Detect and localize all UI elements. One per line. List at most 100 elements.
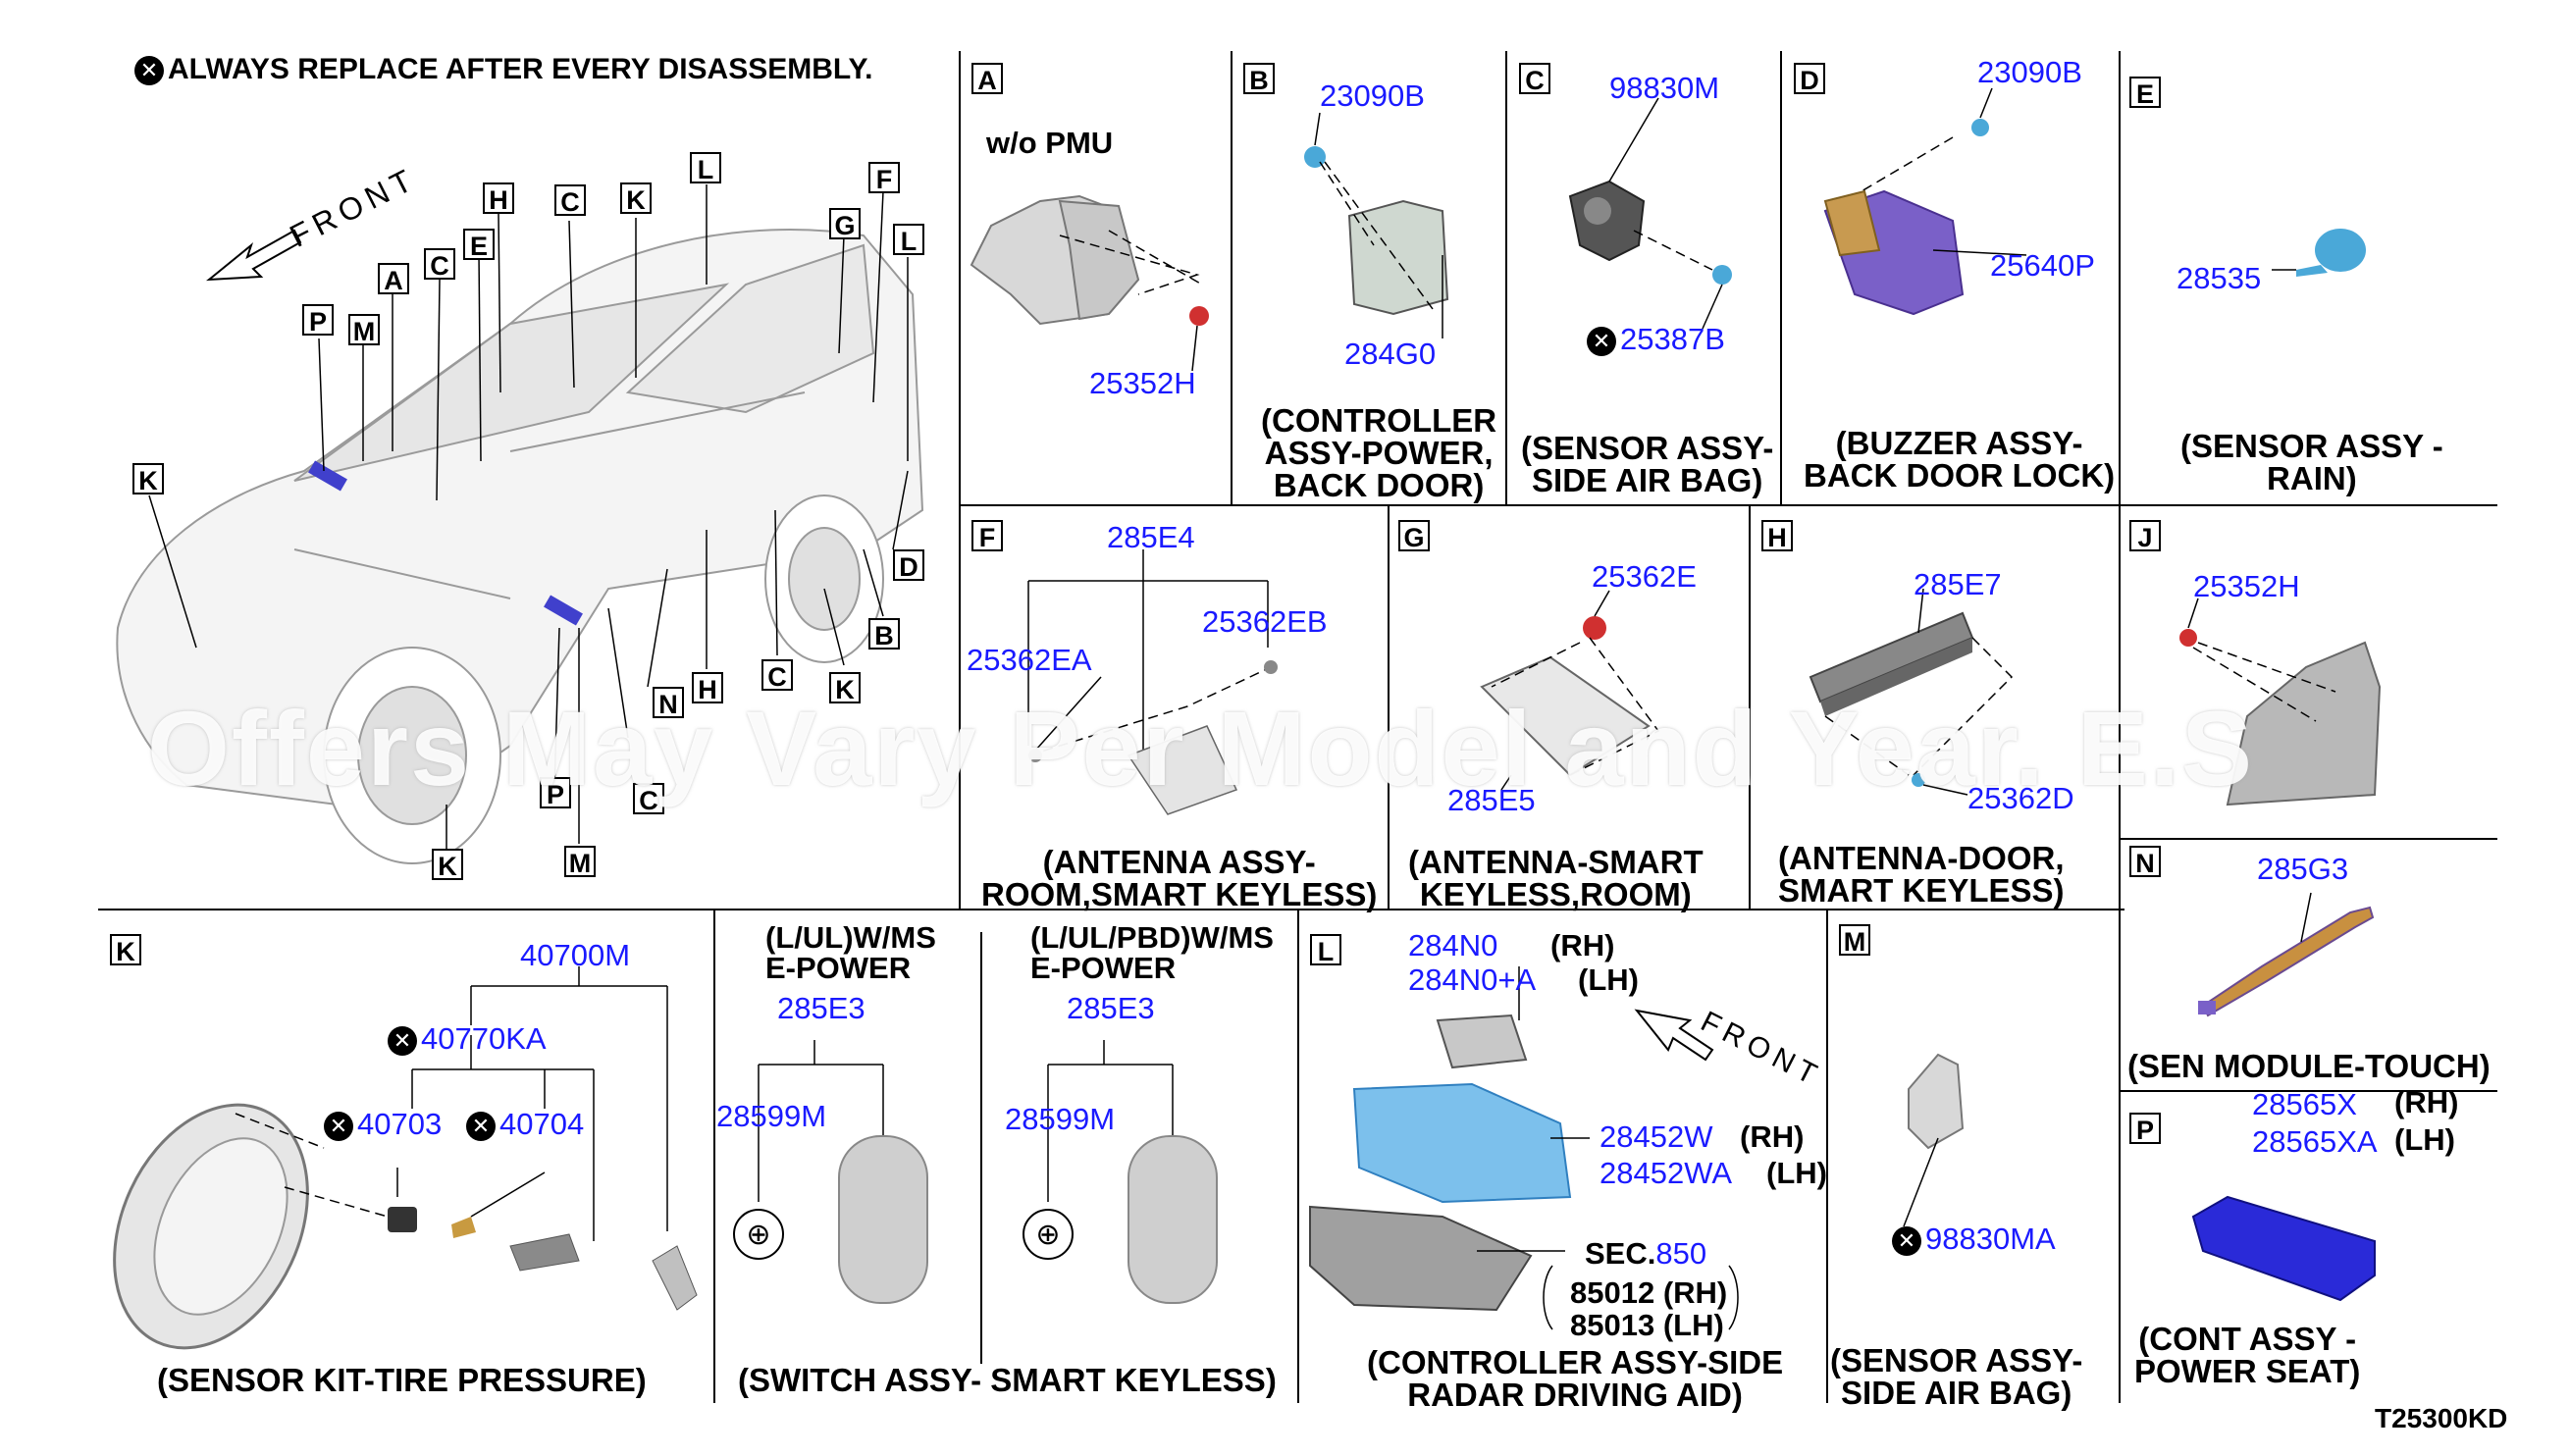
part-number[interactable]: 23090B	[1320, 78, 1425, 113]
side-label: (LH)	[1766, 1156, 1827, 1190]
callout-g: G	[829, 208, 861, 240]
part-number[interactable]: 23090B	[1977, 55, 2082, 89]
part-number[interactable]: 284G0	[1344, 337, 1437, 371]
part-number-item[interactable]: ✕40704	[466, 1109, 584, 1141]
part-number[interactable]: 284N0	[1408, 928, 1498, 962]
panel-d-caption: (BUZZER ASSY-BACK DOOR LOCK)	[1804, 425, 2116, 494]
part-number[interactable]: 28599M	[1005, 1102, 1116, 1136]
part-number[interactable]: 284N0+A	[1408, 962, 1537, 997]
part-number[interactable]: 25352H	[1089, 366, 1196, 400]
panel-c-caption: (SENSOR ASSY-SIDE AIR BAG)	[1521, 430, 1774, 498]
part-number[interactable]: 285E3	[1067, 991, 1155, 1025]
part-number[interactable]: 25362EB	[1202, 604, 1328, 639]
panel-p-letter: P	[2129, 1113, 2161, 1145]
part-number[interactable]: 28565XA	[2252, 1124, 2378, 1159]
callout-d: D	[893, 549, 924, 582]
watermark: Offers May Vary Per Model and Year. E.S	[147, 689, 2254, 807]
part-number[interactable]: 25362D	[1967, 781, 2074, 815]
vehicle-overview	[116, 229, 924, 864]
side-label: (RH)	[1550, 928, 1615, 962]
part-number[interactable]: 40700M	[520, 938, 631, 972]
callout-h: H	[483, 182, 514, 215]
panel-j-letter: J	[2129, 520, 2161, 552]
panel-n-letter: N	[2129, 846, 2161, 878]
part-number[interactable]: 25640P	[1990, 248, 2095, 283]
part-number[interactable]: 28565X	[2252, 1087, 2357, 1121]
antenna-clip	[1028, 749, 1042, 762]
part-number[interactable]: 28599M	[716, 1099, 827, 1133]
panel-n-illustration	[2198, 892, 2375, 1017]
section-part: 85012 (RH)	[1570, 1275, 1728, 1310]
panel-e-illustration	[2272, 229, 2366, 277]
part-number[interactable]: 25362E	[1592, 559, 1697, 594]
panel-l-letter: L	[1310, 934, 1341, 966]
panel-f-letter: F	[971, 520, 1003, 552]
panel-e-letter: E	[2129, 77, 2161, 109]
section-part: 85013 (LH)	[1570, 1308, 1724, 1342]
part-number[interactable]: 285E7	[1914, 567, 2002, 601]
part-number[interactable]: 285E3	[777, 991, 865, 1025]
callout-c: C	[554, 184, 586, 217]
panel-a-letter: A	[971, 63, 1003, 95]
side-label: (LH)	[1578, 962, 1639, 997]
panel-b-illustration	[1304, 112, 1449, 338]
part-number[interactable]: 98830M	[1609, 71, 1720, 105]
x-circle-icon: ✕	[388, 1025, 417, 1056]
panel-m-illustration	[1903, 1053, 1965, 1227]
callout-k: K	[432, 849, 463, 881]
callout-c: C	[424, 248, 455, 281]
diagram-code: T25300KD	[2375, 1403, 2508, 1433]
part-number-item[interactable]: ✕98830MA	[1892, 1223, 2056, 1256]
header-note: ✕ALWAYS REPLACE AFTER EVERY DISASSEMBLY.	[134, 55, 873, 86]
x-circle-icon: ✕	[1892, 1225, 1921, 1256]
part-number-item[interactable]: ✕40703	[324, 1109, 442, 1141]
panel-j-illustration	[2179, 598, 2382, 806]
part-number[interactable]: 285E5	[1447, 783, 1536, 817]
callout-e: E	[463, 229, 495, 261]
callout-c: C	[761, 659, 793, 692]
callout-n: N	[653, 687, 684, 719]
panel-p-caption: (CONT ASSY -POWER SEAT)	[2134, 1321, 2361, 1389]
part-number[interactable]: 25352H	[2193, 569, 2300, 603]
panel-k-illustration	[113, 966, 698, 1350]
panel-f-illustration	[1027, 549, 1272, 815]
part-number-item[interactable]: ✕25387B	[1587, 324, 1725, 356]
part-number[interactable]: 28452W	[1600, 1119, 1713, 1154]
side-label: (RH)	[1740, 1119, 1805, 1154]
panel-k-caption: (SENSOR KIT-TIRE PRESSURE)	[157, 1362, 647, 1398]
section-ref[interactable]: SEC.850	[1585, 1236, 1707, 1271]
callout-f: F	[868, 162, 900, 194]
panel-c-illustration	[1568, 97, 1732, 330]
part-number[interactable]: 25362EA	[967, 643, 1092, 677]
panel-h-caption: (ANTENNA-DOOR,SMART KEYLESS)	[1778, 840, 2065, 909]
part-number[interactable]: 28452WA	[1600, 1156, 1732, 1190]
panel-f-caption: (ANTENNA ASSY-ROOM,SMART KEYLESS)	[981, 844, 1378, 912]
callout-m: M	[564, 846, 596, 878]
panel-d-letter: D	[1794, 63, 1825, 95]
callout-c: C	[633, 783, 664, 815]
part-number[interactable]: 285G3	[2257, 852, 2349, 886]
callout-h: H	[692, 672, 723, 704]
callout-k: K	[132, 463, 164, 495]
x-circle-icon: ✕	[1587, 326, 1616, 356]
callout-p: P	[540, 777, 571, 809]
panel-d-illustration	[1823, 87, 2027, 316]
part-number[interactable]: 285E4	[1107, 520, 1195, 554]
callout-b: B	[868, 618, 900, 650]
panel-e-caption: (SENSOR ASSY -RAIN)	[2180, 428, 2443, 496]
svg-text:⊕: ⊕	[1035, 1218, 1060, 1252]
panel-switch-illustration: ⊕ ⊕	[733, 1040, 1218, 1304]
callout-k: K	[620, 182, 652, 215]
part-number[interactable]: 28535	[2177, 261, 2262, 295]
panel-h-illustration	[1809, 588, 2014, 796]
x-circle-icon: ✕	[466, 1111, 496, 1141]
callout-a: A	[378, 263, 409, 295]
part-number-item[interactable]: ✕40770KA	[388, 1023, 547, 1056]
callout-m: M	[348, 314, 380, 346]
